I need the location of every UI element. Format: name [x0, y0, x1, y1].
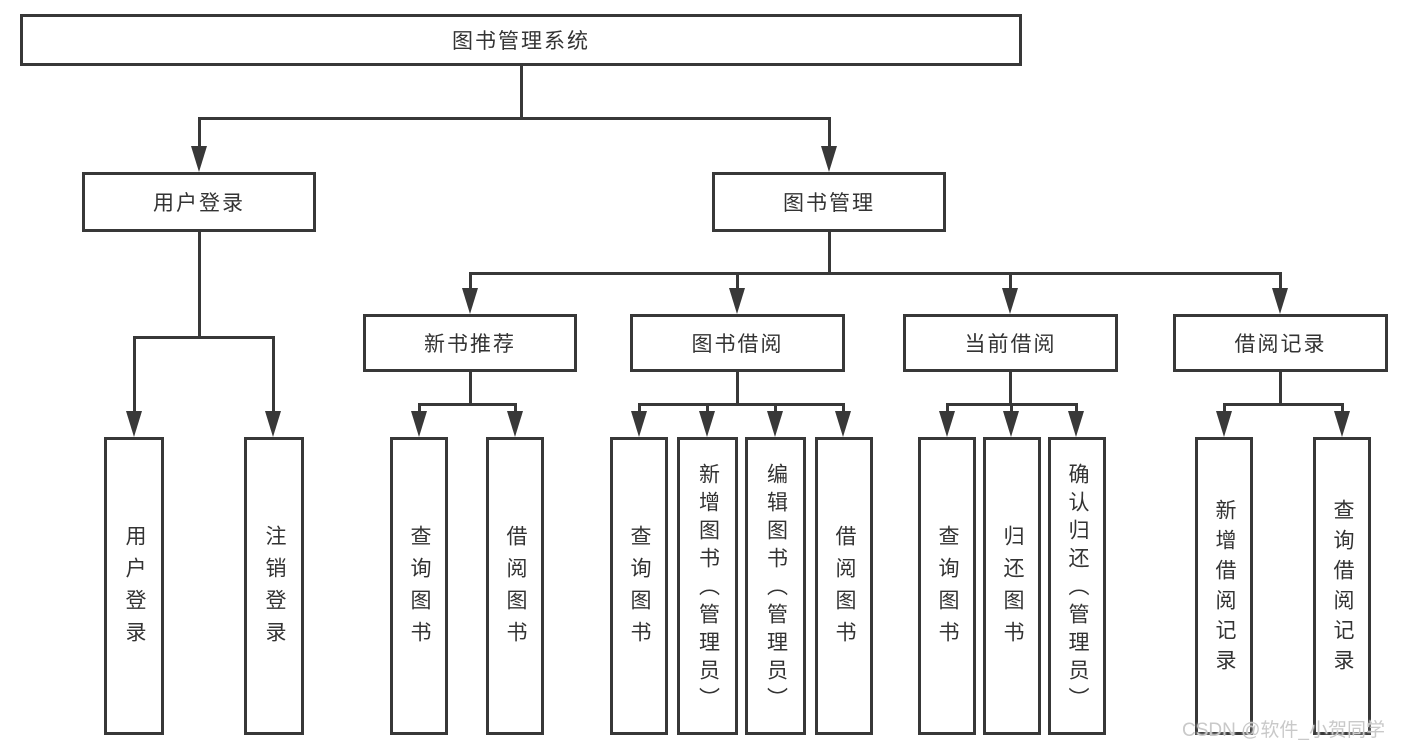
connector-line — [418, 403, 517, 406]
connector-line — [1223, 403, 1226, 415]
connector-line — [198, 117, 201, 151]
leaf-cb-confirm-return-admin: 确认归还（管理员） — [1048, 437, 1106, 735]
leaf-cb-return-book: 归还图书 — [983, 437, 1041, 735]
arrow-down-icon — [821, 146, 837, 172]
arrow-down-icon — [1334, 411, 1350, 437]
connector-line — [418, 403, 421, 415]
connector-line — [514, 403, 517, 415]
arrow-down-icon — [939, 411, 955, 437]
node-new-book-recommend: 新书推荐 — [363, 314, 577, 372]
leaf-bb-add-book-admin: 新增图书（管理员） — [677, 437, 738, 735]
node-user-login: 用户登录 — [82, 172, 316, 232]
connector-line — [469, 372, 472, 403]
connector-line — [638, 403, 844, 406]
leaf-user-login: 用户登录 — [104, 437, 164, 735]
arrow-down-icon — [835, 411, 851, 437]
connector-line — [133, 336, 136, 414]
arrow-down-icon — [411, 411, 427, 437]
connector-line — [198, 117, 831, 120]
connector-line — [469, 272, 1282, 275]
node-book-management: 图书管理 — [712, 172, 946, 232]
arrow-down-icon — [729, 288, 745, 314]
connector-line — [1279, 372, 1282, 403]
connector-line — [1279, 272, 1282, 292]
connector-line — [774, 403, 777, 415]
connector-line — [469, 272, 472, 292]
connector-line — [133, 336, 275, 339]
connector-line — [1223, 403, 1343, 406]
connector-line — [1341, 403, 1344, 415]
connector-line — [946, 403, 949, 415]
connector-line — [736, 272, 739, 292]
arrow-down-icon — [1068, 411, 1084, 437]
connector-line — [842, 403, 845, 415]
node-current-borrowing: 当前借阅 — [903, 314, 1118, 372]
connector-line — [828, 117, 831, 151]
arrow-down-icon — [265, 411, 281, 437]
arrow-down-icon — [767, 411, 783, 437]
connector-line — [706, 403, 709, 415]
connector-line — [1075, 403, 1078, 415]
connector-line — [638, 403, 641, 415]
arrow-down-icon — [699, 411, 715, 437]
leaf-nbr-borrow-book: 借阅图书 — [486, 437, 544, 735]
connector-line — [1009, 272, 1012, 292]
leaf-bb-borrow-book: 借阅图书 — [815, 437, 873, 735]
arrow-down-icon — [462, 288, 478, 314]
node-borrowing-records: 借阅记录 — [1173, 314, 1388, 372]
arrow-down-icon — [126, 411, 142, 437]
leaf-cb-query-book: 查询图书 — [918, 437, 976, 735]
leaf-br-query-record: 查询借阅记录 — [1313, 437, 1371, 735]
arrow-down-icon — [507, 411, 523, 437]
arrow-down-icon — [1002, 288, 1018, 314]
connector-line — [1010, 403, 1013, 415]
arrow-down-icon — [1003, 411, 1019, 437]
arrow-down-icon — [1272, 288, 1288, 314]
watermark: CSDN @软件_小贺同学 — [1182, 720, 1385, 741]
node-book-borrowing: 图书借阅 — [630, 314, 845, 372]
leaf-bb-query-book: 查询图书 — [610, 437, 668, 735]
leaf-nbr-query-book: 查询图书 — [390, 437, 448, 735]
connector-line — [198, 232, 201, 336]
leaf-bb-edit-book-admin: 编辑图书（管理员） — [745, 437, 806, 735]
connector-line — [272, 336, 275, 414]
leaf-logout: 注销登录 — [244, 437, 304, 735]
connector-line — [828, 232, 831, 272]
leaf-br-add-record: 新增借阅记录 — [1195, 437, 1253, 735]
arrow-down-icon — [631, 411, 647, 437]
node-root: 图书管理系统 — [20, 14, 1022, 66]
connector-line — [1009, 372, 1012, 403]
arrow-down-icon — [1216, 411, 1232, 437]
connector-line — [520, 66, 523, 117]
connector-line — [736, 372, 739, 403]
arrow-down-icon — [191, 146, 207, 172]
